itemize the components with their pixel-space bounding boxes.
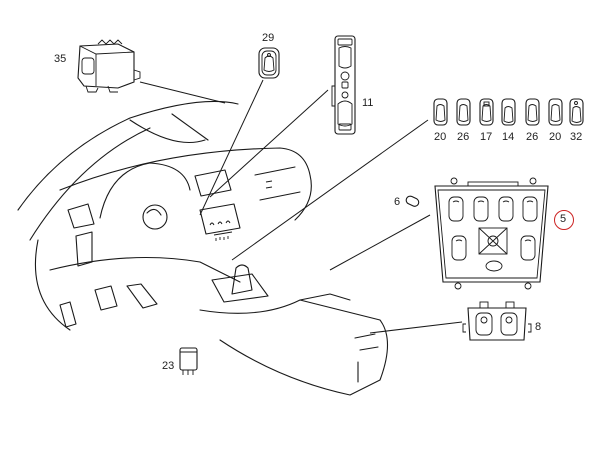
callout-11: 11 bbox=[362, 97, 374, 109]
part-8-rear-switch[interactable] bbox=[462, 301, 532, 341]
switch-26-a[interactable] bbox=[456, 98, 471, 126]
switch-row bbox=[433, 98, 584, 126]
part-5-switch-panel[interactable] bbox=[434, 177, 549, 290]
switch-20-a[interactable] bbox=[433, 98, 448, 126]
part-35-control-module[interactable] bbox=[77, 39, 141, 93]
switch-label-5: 26 bbox=[526, 131, 539, 143]
leader-35 bbox=[139, 81, 226, 104]
highlight-circle-5[interactable] bbox=[554, 210, 574, 230]
part-23-relay[interactable] bbox=[179, 347, 198, 375]
part-11-switch-strip[interactable] bbox=[331, 35, 356, 135]
dashboard-illustration bbox=[17, 100, 388, 396]
leader-11 bbox=[209, 89, 329, 198]
switch-17[interactable] bbox=[479, 98, 494, 126]
leader-switch-row bbox=[231, 119, 429, 261]
leader-29 bbox=[199, 79, 264, 216]
switch-label-3: 17 bbox=[480, 131, 493, 143]
part-29-switch[interactable] bbox=[258, 47, 280, 79]
switch-14-esp[interactable] bbox=[501, 98, 516, 126]
callout-8: 8 bbox=[535, 321, 542, 333]
switch-26-b[interactable] bbox=[525, 98, 540, 126]
callout-35: 35 bbox=[54, 53, 67, 65]
part-6-bulb[interactable] bbox=[405, 195, 420, 208]
callout-29: 29 bbox=[262, 32, 275, 44]
panel-switches bbox=[448, 196, 538, 272]
switch-label-7: 32 bbox=[570, 131, 583, 143]
callout-6: 6 bbox=[394, 196, 401, 208]
switch-label-1: 20 bbox=[434, 131, 447, 143]
switch-20-b[interactable] bbox=[548, 98, 563, 126]
callout-23: 23 bbox=[162, 360, 175, 372]
leader-5 bbox=[329, 214, 431, 271]
switch-label-2: 26 bbox=[457, 131, 470, 143]
switch-label-4: 14 bbox=[502, 131, 515, 143]
callout-5: 5 bbox=[560, 213, 567, 225]
switch-label-6: 20 bbox=[549, 131, 562, 143]
switch-32[interactable] bbox=[569, 98, 584, 126]
